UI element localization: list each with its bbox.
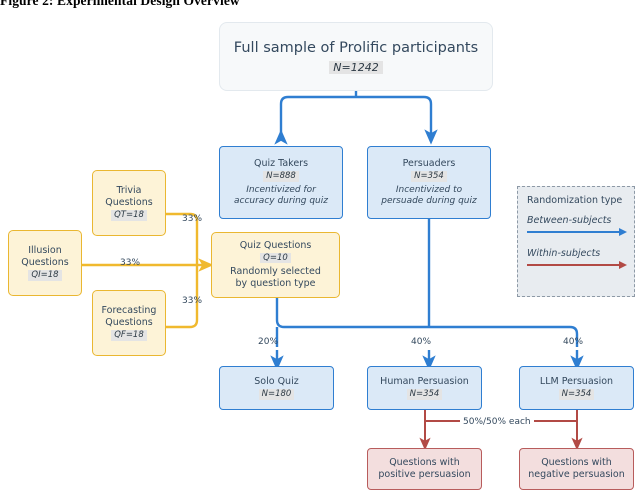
legend-between-subjects-label: Between-subjects	[527, 215, 612, 226]
node-positive-persuasion: Questions with positive persuasion	[367, 448, 482, 490]
node-persuaders-title: Persuaders	[402, 158, 456, 169]
legend-between-subjects-arrow	[527, 228, 627, 239]
node-persuaders-sub-line2: persuade during quiz	[381, 195, 477, 206]
node-llm-persuasion-title: LLM Persuasion	[539, 376, 614, 388]
legend-title: Randomization type	[527, 195, 623, 206]
node-quiz-questions-title: Quiz Questions	[239, 239, 312, 251]
node-forecasting-questions-title-line2: Questions	[105, 317, 153, 329]
node-llm-persuasion: LLM Persuasion N=354	[519, 366, 634, 410]
node-solo-quiz: Solo Quiz N=180	[219, 366, 334, 410]
edge-label-solo-quiz-share: 20%	[258, 337, 279, 347]
node-positive-persuasion-line2: positive persuasion	[378, 469, 471, 480]
node-quiz-takers: Quiz Takers N=888 Incentivized for accur…	[219, 146, 343, 219]
legend-randomization-type: Randomization type Between-subjects With…	[517, 186, 635, 297]
node-solo-quiz-n: N=180	[258, 389, 295, 400]
node-persuaders-n: N=354	[411, 170, 447, 182]
edge-persuasion-split	[419, 410, 583, 451]
node-quiz-questions-sub-line1: Randomly selected	[230, 266, 321, 278]
node-quiz-questions-sub-line2: by question type	[235, 278, 316, 290]
node-illusion-questions-title-line1: Illusion	[28, 245, 62, 257]
node-llm-persuasion-n: N=354	[558, 389, 595, 400]
node-forecasting-questions: Forecasting Questions QF=18	[92, 290, 166, 356]
node-full-sample-n: N=1242	[329, 60, 383, 75]
node-solo-quiz-title: Solo Quiz	[254, 376, 299, 388]
edge-root-split	[274, 91, 438, 145]
node-persuaders: Persuaders N=354 Incentivized to persuad…	[367, 146, 491, 219]
legend-within-subjects-label: Within-subjects	[527, 248, 601, 259]
node-trivia-questions-title-line2: Questions	[105, 197, 153, 209]
edge-question-types	[82, 212, 214, 329]
node-quiz-questions: Quiz Questions Q=10 Randomly selected by…	[211, 232, 340, 298]
node-illusion-questions: Illusion Questions QI=18	[8, 230, 82, 296]
node-human-persuasion-n: N=354	[406, 389, 443, 400]
node-forecasting-questions-n: QF=18	[111, 330, 147, 341]
node-quiz-takers-sub-line2: accuracy during quiz	[233, 195, 328, 206]
node-illusion-questions-title-line2: Questions	[21, 257, 69, 269]
edge-label-forecasting-share: 33%	[182, 296, 203, 306]
node-human-persuasion-title: Human Persuasion	[380, 376, 469, 388]
node-illusion-questions-n: QI=18	[28, 270, 62, 281]
node-positive-persuasion-line1: Questions with	[389, 457, 460, 469]
node-negative-persuasion: Questions with negative persuasion	[519, 448, 634, 490]
edge-label-llm-persuasion-share: 40%	[563, 337, 584, 347]
edge-label-human-persuasion-share: 40%	[411, 337, 432, 347]
node-quiz-takers-n: N=888	[263, 170, 299, 182]
edge-distribution	[270, 219, 584, 371]
node-trivia-questions-n: QT=18	[111, 210, 147, 221]
figure-title: Figure 2: Experimental Design Overview	[0, 0, 240, 8]
node-human-persuasion: Human Persuasion N=354	[367, 366, 482, 410]
node-trivia-questions-title-line1: Trivia	[116, 185, 142, 197]
node-quiz-takers-title: Quiz Takers	[253, 158, 309, 169]
node-persuaders-sub-line1: Incentivized to	[395, 184, 463, 195]
node-trivia-questions: Trivia Questions QT=18	[92, 170, 166, 236]
node-full-sample: Full sample of Prolific participants N=1…	[219, 22, 493, 91]
edge-label-persuasion-split: 50%/50% each	[460, 417, 534, 427]
edge-label-trivia-share: 33%	[182, 214, 203, 224]
edge-label-illusion-share: 33%	[120, 258, 141, 268]
node-quiz-questions-n: Q=10	[260, 252, 291, 264]
node-forecasting-questions-title-line1: Forecasting	[101, 305, 157, 317]
node-negative-persuasion-line1: Questions with	[541, 457, 612, 469]
node-negative-persuasion-line2: negative persuasion	[528, 469, 625, 480]
node-full-sample-title: Full sample of Prolific participants	[233, 39, 479, 56]
legend-within-subjects-arrow	[527, 261, 627, 272]
node-quiz-takers-sub-line1: Incentivized for	[246, 184, 316, 195]
